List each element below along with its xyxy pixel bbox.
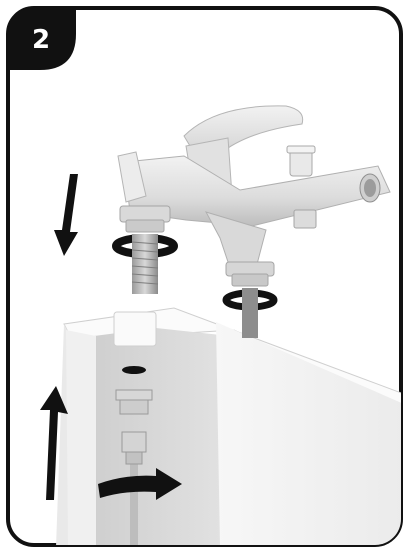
step-badge: 2 bbox=[8, 8, 76, 70]
instruction-illustration: 2 bbox=[6, 6, 403, 547]
rubber-washer-icon bbox=[122, 366, 146, 374]
instruction-frame: 2 bbox=[6, 6, 403, 547]
step-number: 2 bbox=[32, 25, 50, 55]
threaded-stud-icon bbox=[242, 288, 258, 338]
